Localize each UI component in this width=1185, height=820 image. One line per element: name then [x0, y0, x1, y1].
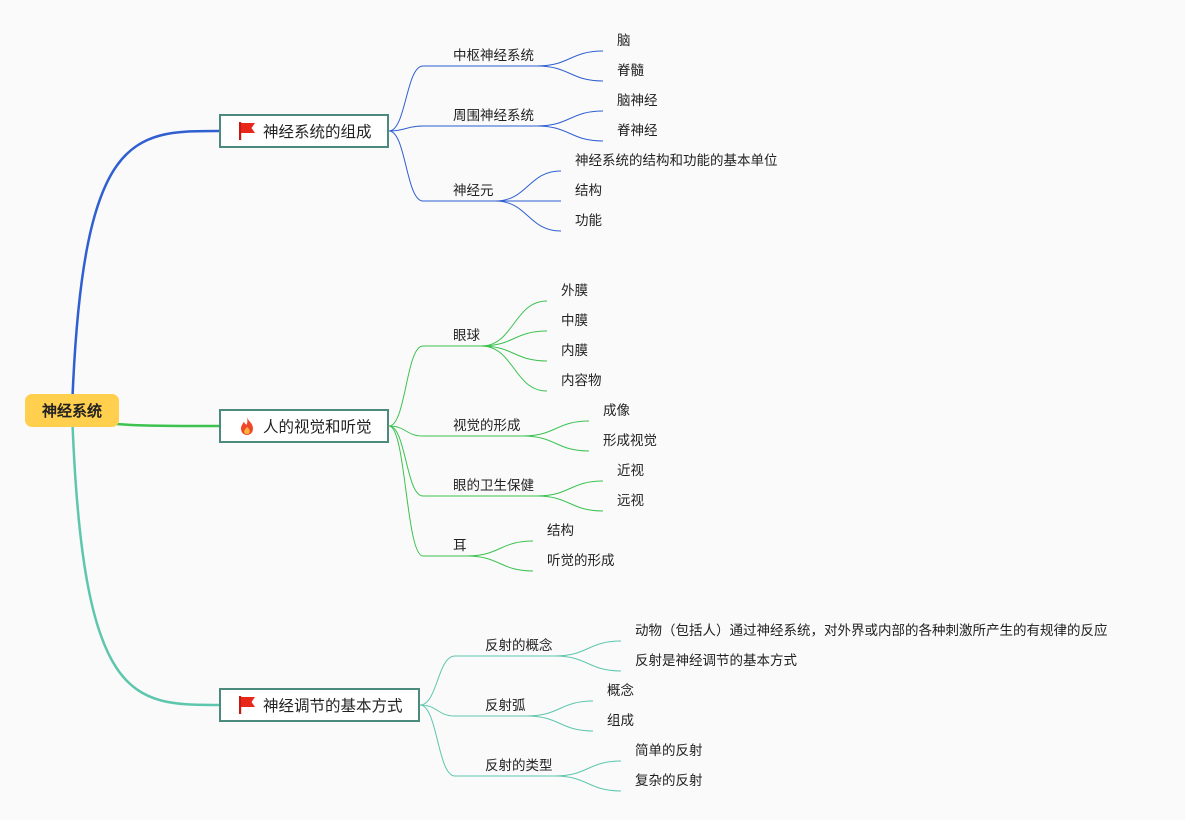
subtopic[interactable]: 反射的概念 [485, 638, 553, 654]
root-branch-connector [70, 409, 220, 707]
leaf-connector [554, 640, 622, 657]
leaf-connector [536, 110, 604, 127]
subtopic[interactable]: 眼的卫生保健 [453, 478, 534, 494]
leaf-topic[interactable]: 概念 [607, 683, 634, 699]
branch-child-connector [388, 125, 424, 132]
leaf-topic[interactable]: 远视 [617, 493, 644, 509]
subtopic[interactable]: 周围神经系统 [453, 108, 534, 124]
leaf-topic[interactable]: 脑神经 [617, 93, 658, 109]
branch-child-connector [419, 655, 456, 706]
leaf-connector [554, 655, 622, 672]
branch-label: 神经调节的基本方式 [263, 697, 403, 715]
leaf-connector [526, 700, 594, 717]
branch-child-connector [388, 130, 424, 202]
leaf-connector [522, 435, 590, 452]
branch-child-connector [388, 425, 424, 437]
leaf-topic[interactable]: 脑 [617, 33, 631, 49]
subtopic[interactable]: 中枢神经系统 [453, 48, 534, 64]
leaf-topic[interactable]: 内膜 [561, 343, 588, 359]
root-topic[interactable]: 神经系统 [25, 394, 119, 427]
leaf-topic[interactable]: 中膜 [561, 313, 588, 329]
leaf-topic[interactable]: 内容物 [561, 373, 602, 389]
branch-topic[interactable]: 神经调节的基本方式 [219, 688, 420, 722]
leaf-connector [536, 495, 604, 512]
branch-label: 神经系统的组成 [263, 123, 372, 141]
leaf-topic[interactable]: 结构 [575, 183, 602, 199]
leaf-connector [554, 775, 622, 792]
subtopic[interactable]: 视觉的形成 [453, 418, 521, 434]
leaf-connector [536, 50, 604, 67]
leaf-topic[interactable]: 听觉的形成 [547, 553, 615, 569]
leaf-topic[interactable]: 神经系统的结构和功能的基本单位 [575, 153, 778, 169]
leaf-topic[interactable]: 脊神经 [617, 123, 658, 139]
branch-child-connector [419, 704, 456, 717]
leaf-connector [480, 345, 548, 362]
branch-child-connector [388, 425, 424, 557]
leaf-connector [536, 480, 604, 497]
fire-icon [237, 416, 257, 436]
leaf-connector [466, 555, 534, 572]
branch-child-connector [388, 425, 424, 497]
leaf-connector [466, 540, 534, 557]
red-flag-icon [237, 121, 257, 141]
root-branch-connector [70, 129, 220, 411]
branch-child-connector [419, 704, 456, 777]
leaf-connector [522, 420, 590, 437]
leaf-connector [480, 330, 548, 347]
branch-child-connector [388, 65, 424, 132]
leaf-connector [526, 715, 594, 732]
leaf-topic[interactable]: 外膜 [561, 283, 588, 299]
leaf-connector [494, 170, 562, 202]
leaf-topic[interactable]: 功能 [575, 213, 602, 229]
leaf-connector [536, 65, 604, 82]
leaf-connector [480, 345, 548, 392]
leaf-topic[interactable]: 简单的反射 [635, 743, 703, 759]
subtopic[interactable]: 耳 [453, 538, 467, 554]
leaf-connector [536, 125, 604, 142]
red-flag-icon [237, 695, 257, 715]
leaf-topic[interactable]: 形成视觉 [603, 433, 657, 449]
leaf-connector [480, 300, 548, 347]
leaf-topic[interactable]: 组成 [607, 713, 634, 729]
branch-child-connector [388, 345, 424, 427]
branch-topic[interactable]: 神经系统的组成 [219, 114, 389, 148]
leaf-topic[interactable]: 反射是神经调节的基本方式 [635, 653, 797, 669]
subtopic[interactable]: 反射的类型 [485, 758, 553, 774]
subtopic[interactable]: 反射弧 [485, 698, 526, 714]
leaf-connector [554, 760, 622, 777]
leaf-topic[interactable]: 动物（包括人）通过神经系统，对外界或内部的各种刺激所产生的有规律的反应 [635, 623, 1108, 639]
leaf-topic[interactable]: 结构 [547, 523, 574, 539]
leaf-topic[interactable]: 近视 [617, 463, 644, 479]
subtopic[interactable]: 眼球 [453, 328, 480, 344]
subtopic[interactable]: 神经元 [453, 183, 494, 199]
branch-topic[interactable]: 人的视觉和听觉 [219, 409, 389, 443]
leaf-topic[interactable]: 成像 [603, 403, 630, 419]
branch-label: 人的视觉和听觉 [263, 418, 372, 436]
leaf-topic[interactable]: 复杂的反射 [635, 773, 703, 789]
leaf-topic[interactable]: 脊髓 [617, 63, 644, 79]
leaf-connector [494, 200, 562, 232]
